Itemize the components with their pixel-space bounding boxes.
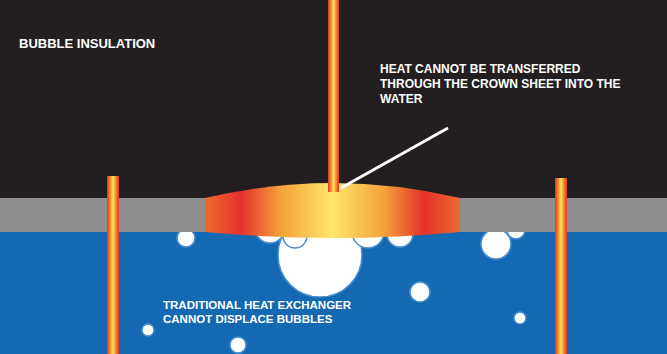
note-label: TRADITIONAL HEAT EXCHANGER CANNOT DISPLA… bbox=[163, 298, 383, 327]
callout-label: HEAT CANNOT BE TRANSFERRED THROUGH THE C… bbox=[380, 62, 625, 107]
leader-line bbox=[341, 128, 448, 188]
heat-exchanger-rod bbox=[107, 176, 119, 354]
title-label: BUBBLE INSULATION bbox=[19, 36, 239, 52]
heat-rod bbox=[328, 0, 339, 192]
heat-exchanger-rod bbox=[555, 178, 567, 354]
